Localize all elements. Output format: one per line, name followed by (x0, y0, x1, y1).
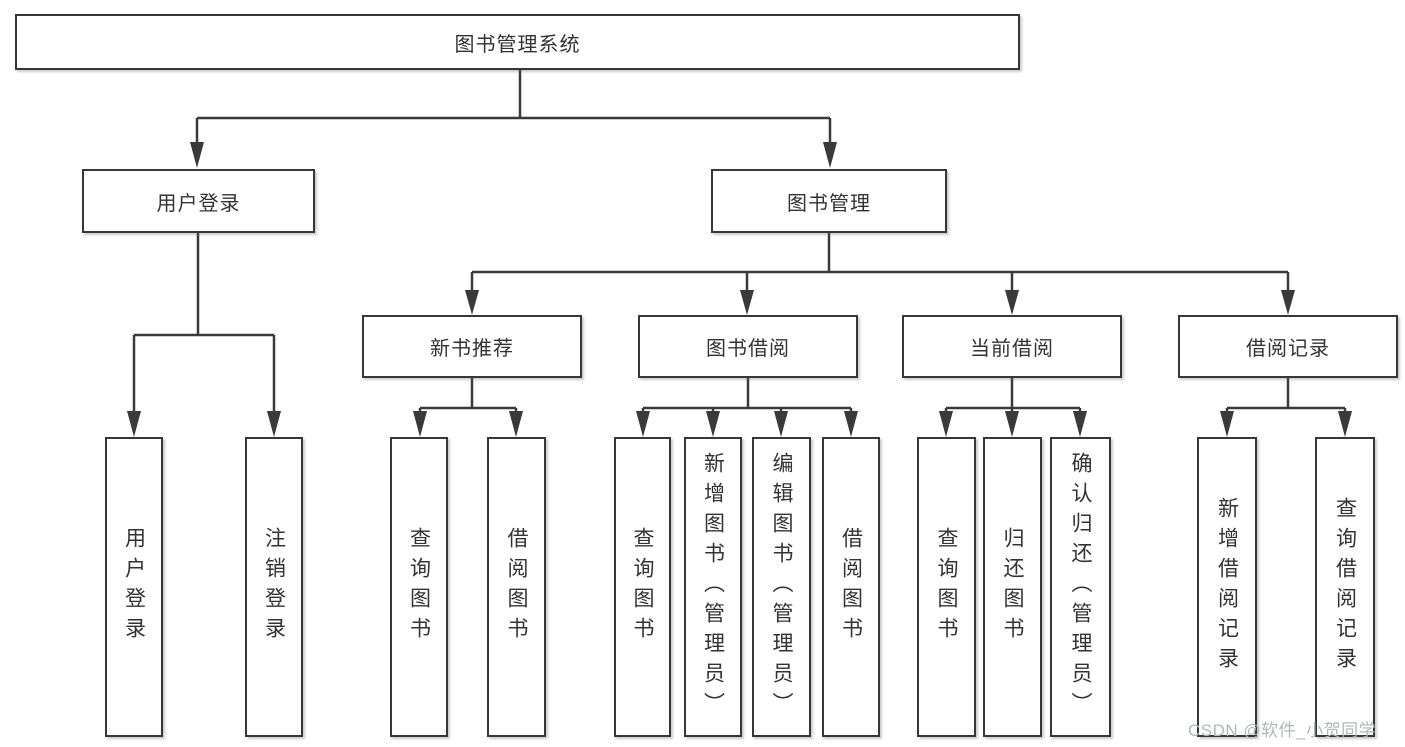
node-leaf-add-books-admin: 新增图书（管理员） (684, 437, 742, 737)
node-label: 确认归还（管理员） (1069, 452, 1092, 722)
arrowhead-icon (844, 411, 858, 437)
arrowhead-icon (636, 411, 650, 437)
node-leaf-borrow-books-borrowing: 借阅图书 (822, 437, 880, 737)
arrowhead-icon (1005, 411, 1019, 437)
node-label: 归还图书 (1001, 527, 1024, 647)
arrowhead-icon (939, 411, 953, 437)
arrowhead-icon (127, 411, 141, 437)
node-label: 编辑图书（管理员） (770, 452, 793, 722)
node-library-management-system: 图书管理系统 (15, 14, 1020, 70)
node-label: 图书借阅 (706, 338, 790, 360)
node-leaf-query-books-current: 查询图书 (917, 437, 976, 737)
node-label: 用户登录 (122, 527, 146, 647)
node-label: 借阅图书 (505, 527, 528, 647)
node-label: 当前借阅 (970, 338, 1054, 360)
node-leaf-borrow-books-recommendation: 借阅图书 (487, 437, 546, 737)
node-label: 查询图书 (407, 527, 431, 647)
node-leaf-query-borrow-record: 查询借阅记录 (1315, 437, 1375, 737)
arrowhead-icon (706, 411, 720, 437)
node-new-book-recommendation: 新书推荐 (362, 315, 582, 378)
node-label: 查询图书 (631, 527, 654, 647)
node-leaf-logout: 注销登录 (245, 437, 303, 737)
node-current-borrowing: 当前借阅 (902, 315, 1122, 378)
node-leaf-user-login: 用户登录 (105, 437, 163, 737)
connector-current-borrowing-to-leaves (939, 378, 1087, 437)
arrowhead-icon (509, 411, 523, 437)
node-user-login: 用户登录 (82, 169, 315, 233)
arrowhead-icon (465, 290, 479, 315)
connector-root-to-level2 (190, 69, 837, 168)
arrowhead-icon (774, 411, 788, 437)
node-label: 图书管理系统 (454, 33, 581, 56)
arrowhead-icon (823, 142, 837, 168)
arrowhead-icon (190, 142, 204, 168)
node-label: 新增图书（管理员） (701, 452, 725, 722)
csdn-watermark: CSDN @软件_小贺同学 (1188, 721, 1377, 740)
node-label: 用户登录 (156, 192, 241, 215)
node-label: 借阅图书 (839, 527, 863, 647)
arrowhead-icon (1220, 411, 1234, 437)
node-leaf-edit-books-admin: 编辑图书（管理员） (752, 437, 811, 737)
node-label: 查询图书 (935, 527, 958, 647)
arrowhead-icon (1073, 411, 1087, 437)
node-label: 查询借阅记录 (1333, 497, 1357, 677)
arrowhead-icon (1281, 290, 1295, 315)
arrowhead-icon (1005, 290, 1019, 315)
connector-book-borrowing-to-leaves (636, 378, 858, 437)
arrowhead-icon (413, 411, 427, 437)
node-label: 借阅记录 (1246, 338, 1330, 360)
node-label: 图书管理 (787, 192, 871, 215)
node-leaf-confirm-return-admin: 确认归还（管理员） (1050, 437, 1111, 737)
arrowhead-icon (1338, 411, 1352, 437)
node-leaf-query-books-recommendation: 查询图书 (390, 437, 448, 737)
node-book-borrowing: 图书借阅 (638, 315, 858, 378)
node-leaf-query-books-borrowing: 查询图书 (614, 437, 671, 737)
node-label: 新增借阅记录 (1215, 497, 1239, 677)
connector-new-book-recommendation-to-leaves (413, 378, 523, 437)
connector-borrowing-records-to-leaves (1220, 378, 1352, 437)
node-label: 注销登录 (262, 527, 286, 647)
node-borrowing-records: 借阅记录 (1178, 315, 1398, 378)
node-book-management: 图书管理 (711, 169, 947, 233)
connector-user-login-to-leaves (127, 232, 281, 437)
node-leaf-return-books: 归还图书 (983, 437, 1042, 737)
node-leaf-add-borrow-record: 新增借阅记录 (1197, 437, 1257, 737)
arrowhead-icon (267, 411, 281, 437)
connector-book-management-to-sections (465, 232, 1295, 315)
arrowhead-icon (740, 290, 754, 315)
node-label: 新书推荐 (430, 338, 514, 360)
